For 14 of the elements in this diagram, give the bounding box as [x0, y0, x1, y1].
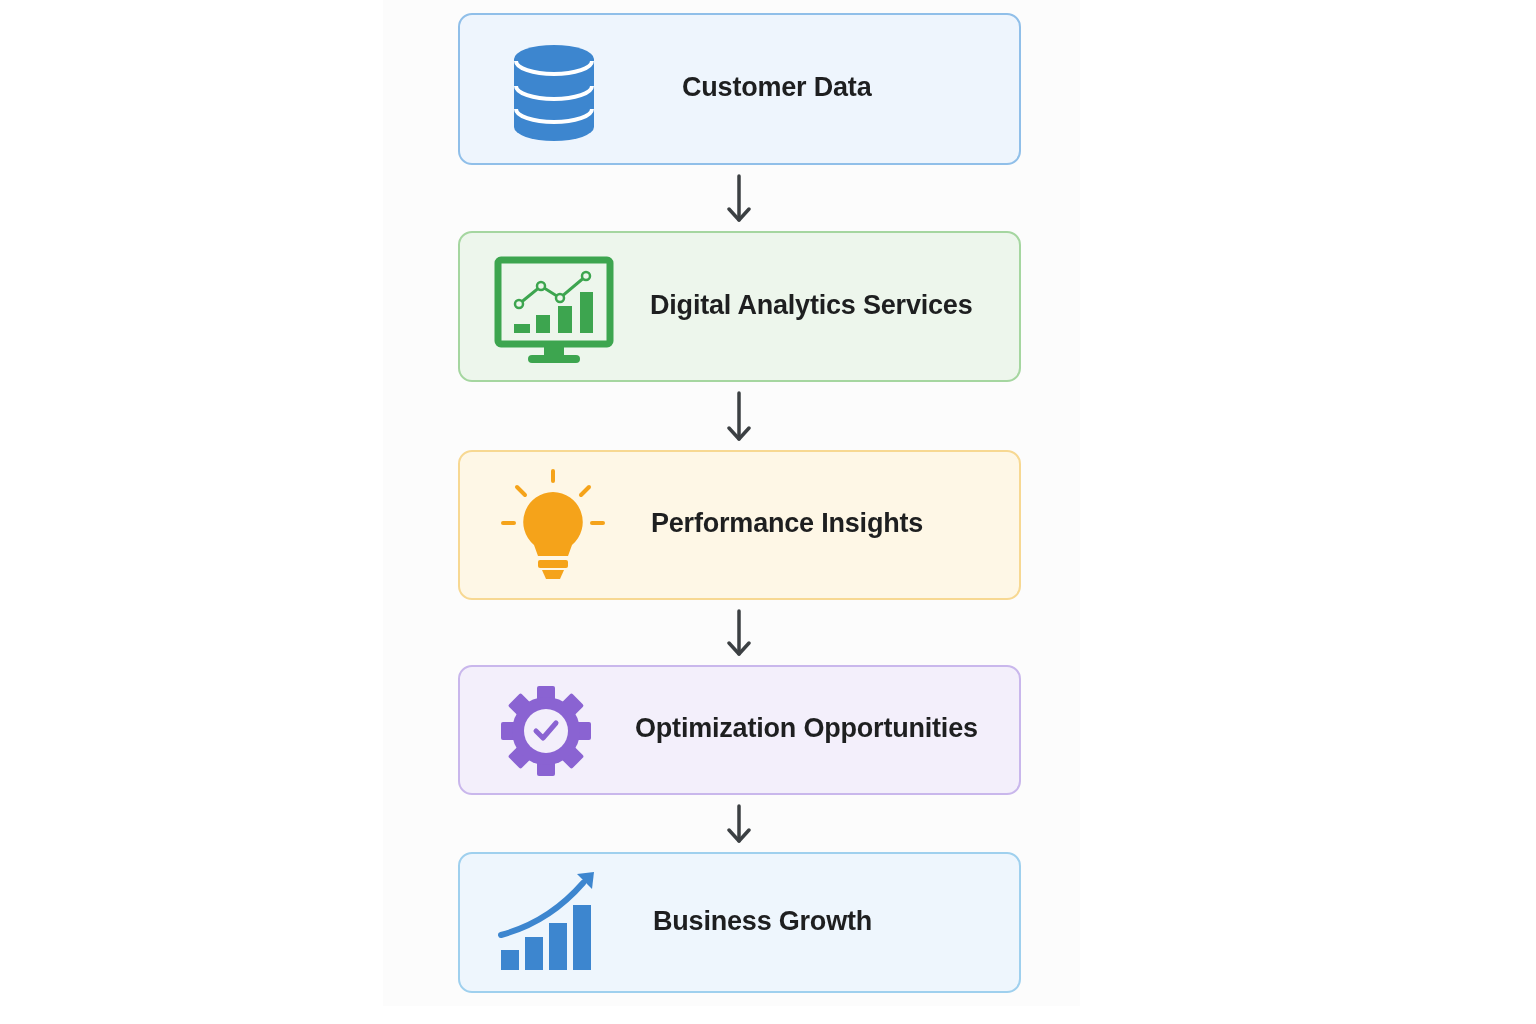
process-box: [458, 450, 1021, 600]
arrow: [727, 174, 751, 222]
process-box: [458, 852, 1021, 993]
process-box: [458, 665, 1021, 795]
step-label: Optimization Opportunities: [635, 712, 978, 744]
arrow: [727, 609, 751, 656]
step-label: Customer Data: [682, 71, 872, 103]
process-box: [458, 231, 1021, 382]
arrow: [727, 391, 751, 441]
arrow: [727, 804, 751, 843]
step-label: Digital Analytics Services: [650, 289, 973, 320]
process-box: [458, 13, 1021, 165]
step-label: Performance Insights: [651, 507, 924, 539]
step-label: Business Growth: [653, 905, 873, 936]
